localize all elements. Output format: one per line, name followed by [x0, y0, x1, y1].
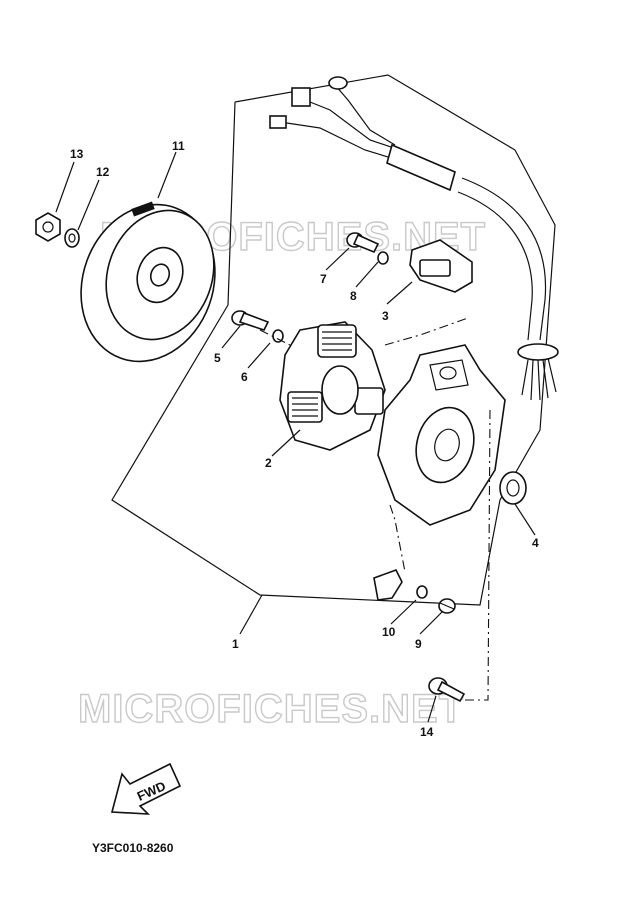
assembly-line	[389, 504, 406, 573]
callout-12: 12	[96, 165, 110, 179]
wire-harness	[269, 76, 559, 401]
callout-6: 6	[241, 370, 248, 384]
base-plate	[377, 344, 506, 526]
screw-5-icon	[231, 310, 270, 331]
callout-2: 2	[265, 456, 272, 470]
screw-9-icon	[438, 598, 456, 614]
callout-14: 14	[420, 725, 434, 739]
washer-8-icon	[377, 251, 389, 265]
callout-8: 8	[350, 289, 357, 303]
assembly-line	[384, 317, 469, 346]
assembly-outline	[111, 74, 556, 606]
washer-icon	[64, 228, 80, 248]
callout-9: 9	[415, 637, 422, 651]
grommet-icon	[517, 343, 559, 361]
washer-10-icon	[416, 585, 428, 599]
assembly-line	[259, 329, 291, 346]
callout-7: 7	[320, 272, 327, 286]
callout-3: 3	[382, 309, 389, 323]
lead-clamp-icon	[373, 569, 403, 601]
callout-13: 13	[70, 147, 84, 161]
catalog-code: Y3FC010-8260	[92, 841, 174, 855]
fwd-arrow-icon: FWD	[110, 762, 182, 815]
callout-5: 5	[214, 351, 221, 365]
leader-lines	[55, 151, 536, 723]
watermark-bottom: MICROFICHES.NET	[78, 687, 464, 731]
flywheel-rotor	[80, 201, 216, 363]
screw-7-icon	[346, 232, 380, 254]
stator-assembly	[279, 321, 386, 451]
callout-10: 10	[382, 625, 396, 639]
callout-11: 11	[172, 139, 185, 153]
wire-terminal-icon	[269, 115, 287, 129]
nut-icon	[35, 212, 61, 242]
pickup-coil	[409, 239, 473, 293]
screw-14-icon	[428, 677, 466, 703]
oil-seal-icon	[499, 471, 527, 505]
wire-terminal-icon	[328, 76, 348, 90]
assembly-line	[462, 409, 491, 701]
wire-connector-icon	[291, 87, 311, 107]
callout-4: 4	[532, 536, 539, 550]
callout-1: 1	[232, 637, 239, 651]
